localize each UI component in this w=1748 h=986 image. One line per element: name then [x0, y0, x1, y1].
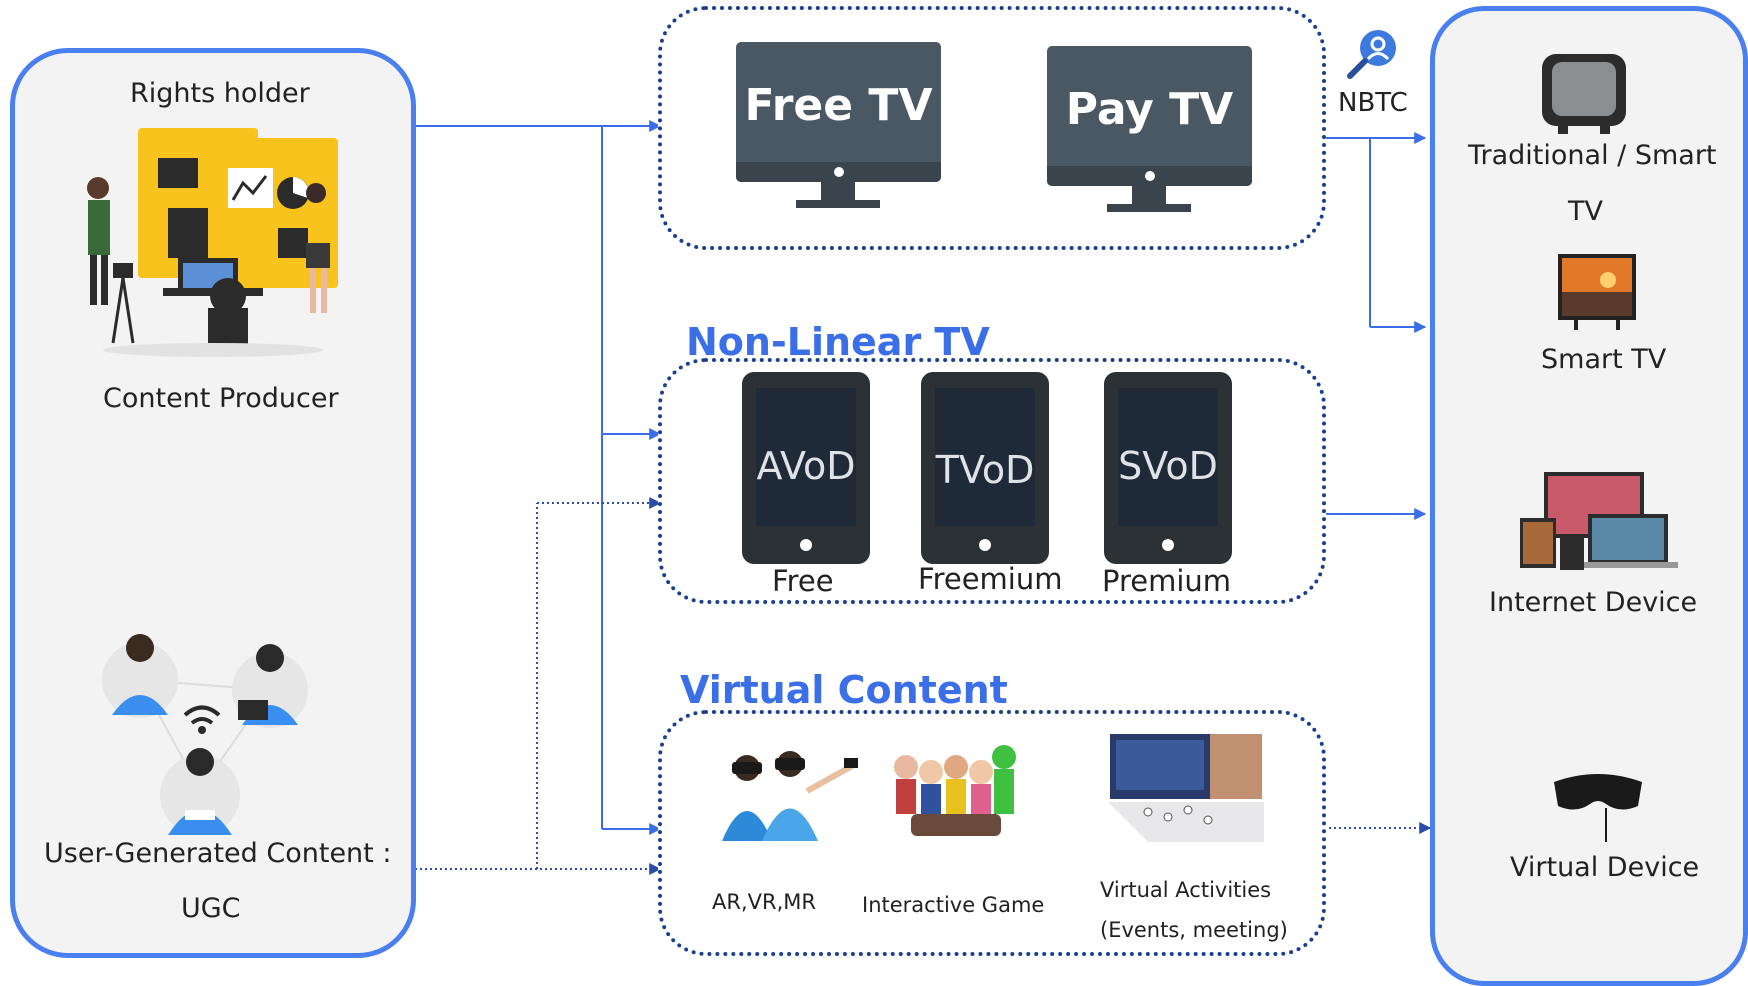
- content-producer-label: Content Producer: [103, 383, 339, 414]
- nbtc-label: NBTC: [1338, 88, 1408, 118]
- nbtc-search-icon: [1347, 30, 1396, 79]
- interactive-game-label: Interactive Game: [862, 893, 1045, 917]
- ugc-connector: [415, 497, 662, 875]
- pay-tv-monitor: Pay TV: [1047, 46, 1252, 186]
- rights-holder-connector: [415, 120, 662, 835]
- avod-caption: Free: [772, 564, 834, 598]
- rights-holder-label: Rights holder: [130, 78, 310, 109]
- smart-tv-label: Smart TV: [1541, 344, 1667, 375]
- internet-device-label: Internet Device: [1489, 587, 1698, 618]
- smart-tv-icon: [1558, 254, 1636, 330]
- content-producer-illustration: [87, 128, 338, 357]
- tvod-caption: Freemium: [918, 562, 1063, 596]
- ugc-label-line1: User-Generated Content :: [44, 838, 392, 869]
- svod-label: SVoD: [1118, 444, 1218, 488]
- virtual-activities-label-line2: (Events, meeting): [1100, 918, 1288, 942]
- ugc-illustration: [102, 634, 308, 835]
- traditional-tv-label-line2: TV: [1568, 196, 1603, 227]
- vr-headset-icon: [1554, 774, 1642, 842]
- svod-tablet: SVoD: [1104, 372, 1232, 564]
- avod-tablet: AVoD: [742, 372, 870, 564]
- ar-vr-mr-image: [722, 751, 858, 841]
- svod-caption: Premium: [1102, 564, 1232, 598]
- ugc-label-line2: UGC: [181, 893, 241, 924]
- non-linear-tv-title: Non-Linear TV: [686, 320, 990, 364]
- virtual-device-label: Virtual Device: [1510, 852, 1700, 883]
- traditional-tv-label-line1: Traditional / Smart: [1468, 140, 1717, 171]
- tvod-tablet: TVoD: [921, 372, 1049, 564]
- avod-label: AVoD: [756, 444, 856, 488]
- tvod-label: TVoD: [935, 448, 1035, 492]
- free-tv-monitor: Free TV: [736, 42, 941, 182]
- interactive-game-image: [894, 745, 1016, 836]
- virtual-content-title: Virtual Content: [680, 668, 1008, 712]
- virtual-activities-image: [1108, 734, 1264, 842]
- linear-to-devices-connector: [1324, 132, 1427, 520]
- virtual-activities-label-line1: Virtual Activities: [1100, 878, 1272, 902]
- crt-tv-icon: [1542, 54, 1626, 134]
- pay-tv-label: Pay TV: [1065, 84, 1234, 135]
- ar-vr-mr-label: AR,VR,MR: [712, 890, 816, 914]
- internet-device-icon: [1520, 472, 1678, 570]
- free-tv-label: Free TV: [744, 80, 933, 131]
